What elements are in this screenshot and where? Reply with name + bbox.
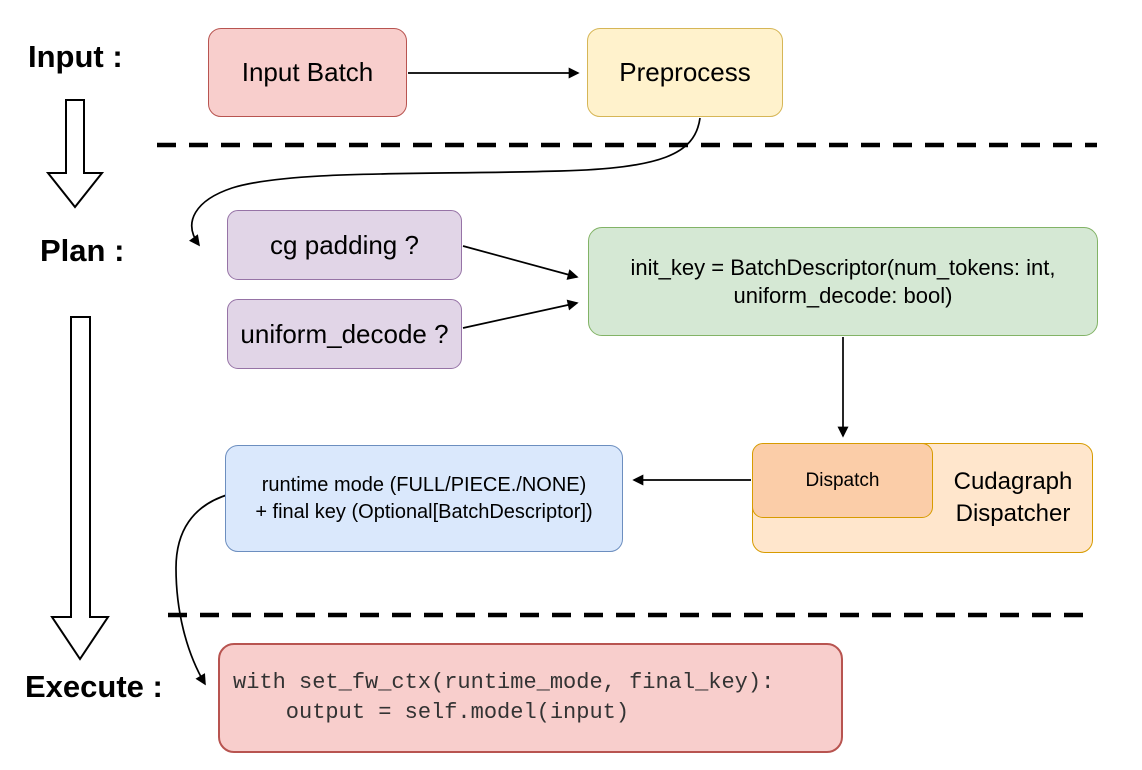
node-cg-padding-label: cg padding ? xyxy=(270,229,419,260)
execute-code-line2: output = self.model(input) xyxy=(233,700,630,725)
phase-label-execute: Execute : xyxy=(25,669,163,704)
node-cg-padding: cg padding ? xyxy=(227,210,462,280)
node-execute-code: with set_fw_ctx(runtime_mode, final_key)… xyxy=(218,643,843,753)
plan-phase-arrow xyxy=(50,316,110,661)
node-input-batch: Input Batch xyxy=(208,28,407,117)
node-uniform-decode: uniform_decode ? xyxy=(227,299,462,369)
node-preprocess-label: Preprocess xyxy=(619,57,751,88)
phase-label-input: Input : xyxy=(28,39,123,74)
node-runtime-mode-line2: + final key (Optional[BatchDescriptor]) xyxy=(255,500,593,523)
node-init-key: init_key = BatchDescriptor(num_tokens: i… xyxy=(588,227,1098,336)
arrow-uniform-decode-to-init-key xyxy=(462,299,579,329)
node-input-batch-label: Input Batch xyxy=(241,57,374,88)
node-init-key-line2: uniform_decode: bool) xyxy=(733,282,953,308)
input-phase-arrow xyxy=(45,99,105,209)
node-uniform-decode-label: uniform_decode ? xyxy=(240,318,449,349)
node-runtime-mode-line1: runtime mode (FULL/PIECE./NONE) xyxy=(261,473,587,496)
node-init-key-line1: init_key = BatchDescriptor(num_tokens: i… xyxy=(630,254,1056,280)
node-cudagraph-dispatcher-label: Cudagraph Dispatcher xyxy=(953,468,1073,527)
execute-code-line1: with set_fw_ctx(runtime_mode, final_key)… xyxy=(233,670,775,695)
node-runtime-mode: runtime mode (FULL/PIECE./NONE) + final … xyxy=(225,445,623,552)
node-preprocess: Preprocess xyxy=(587,28,783,117)
node-dispatch-label: Dispatch xyxy=(805,469,880,491)
phase-label-plan: Plan : xyxy=(40,233,125,268)
node-dispatch: Dispatch xyxy=(752,443,933,518)
arrow-cg-padding-to-init-key xyxy=(462,245,579,280)
